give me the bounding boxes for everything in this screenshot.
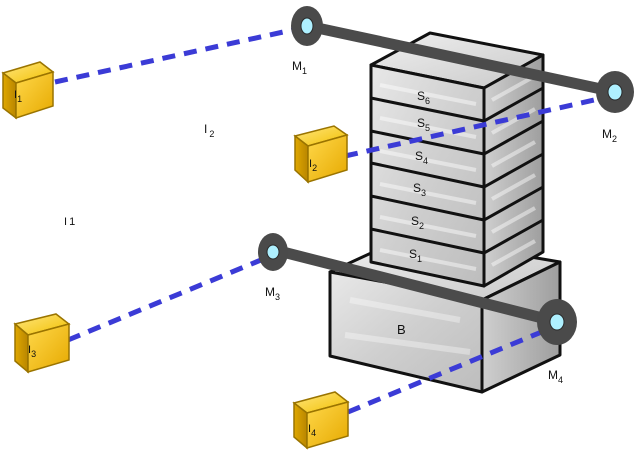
mirror-m4 [537,299,577,345]
beam-i2-m2 [344,93,613,159]
mirror-m1 [291,6,323,46]
slab-label-s2: S2 [411,214,424,231]
rod-m1-m2 [302,20,621,98]
laser-beams-front [344,93,613,415]
mirror-m3 [258,233,288,271]
beam-i3-m3 [67,252,274,343]
cube-label-i4: I4 [308,423,316,438]
slab-label-s1: S1 [409,247,422,264]
cube-i3: I3 [13,313,71,374]
base-box-side [480,260,562,394]
mirror-label-m4: M4 [548,368,563,385]
mirror-label-m3: M3 [265,285,280,302]
cube-i4: I4 [292,391,350,450]
cube-label-i2: I2 [309,158,317,173]
beam-i4-m4 [347,323,557,415]
mirror-rods [269,20,621,328]
cube-i1: I1 [1,61,55,120]
cube-label-i3: I3 [28,344,36,359]
mirror-label-m1: M1 [292,59,307,76]
base-label: B [397,322,406,337]
mirror-m2 [596,71,634,113]
slab-label-s3: S3 [413,181,426,198]
beam-i1-m1 [54,24,307,85]
cube-label-i1: I1 [14,89,22,104]
slab-label-s6: S6 [417,89,430,106]
mirror-label-m2: M2 [602,127,617,144]
laser-beams [54,24,307,343]
slab-label-s4: S4 [415,149,428,166]
rod-m3-m4 [269,244,564,328]
slab-label-s5: S5 [417,116,430,133]
cube-i2: I2 [293,125,349,184]
